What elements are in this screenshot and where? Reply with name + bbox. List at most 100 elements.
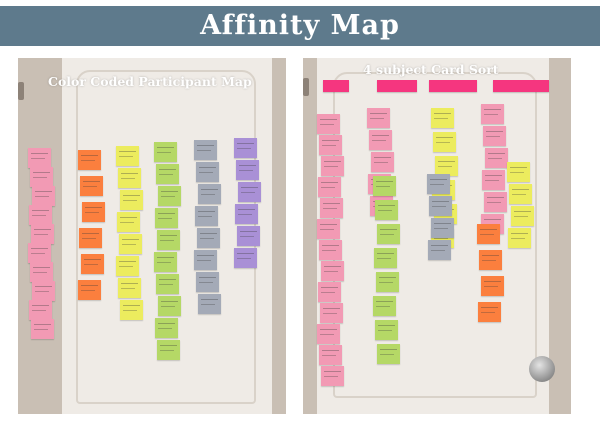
sticky-note <box>238 182 261 202</box>
door-hinge <box>303 78 309 96</box>
sticky-note <box>371 152 394 172</box>
sticky-note <box>158 296 181 316</box>
sticky-note <box>376 272 399 292</box>
sticky-note <box>30 167 53 187</box>
sticky-note <box>118 278 141 298</box>
sticky-note <box>79 228 102 248</box>
sticky-note <box>197 228 220 248</box>
sticky-note <box>431 218 454 238</box>
sticky-note <box>118 168 141 188</box>
sticky-note <box>431 108 454 128</box>
sticky-note <box>32 281 55 301</box>
sticky-note <box>78 280 101 300</box>
sticky-note <box>507 162 530 182</box>
sticky-note <box>320 303 343 323</box>
sticky-note <box>120 190 143 210</box>
sticky-note <box>157 230 180 250</box>
sticky-note <box>511 206 534 226</box>
sticky-note <box>32 186 55 206</box>
sticky-note <box>155 208 178 228</box>
sticky-note <box>237 226 260 246</box>
card-sort-photo: 4 subject Card Sort <box>303 58 571 414</box>
page-title: Affinity Map <box>200 10 400 41</box>
sticky-note <box>374 248 397 268</box>
sticky-note <box>156 164 179 184</box>
sticky-note <box>478 302 501 322</box>
sticky-note <box>367 108 390 128</box>
sticky-note <box>28 243 51 263</box>
sticky-note <box>196 272 219 292</box>
sticky-note <box>482 170 505 190</box>
sticky-note <box>78 150 101 170</box>
sticky-note <box>319 240 342 260</box>
sticky-note <box>318 282 341 302</box>
sticky-note <box>479 250 502 270</box>
sticky-note <box>82 202 105 222</box>
sticky-note <box>481 104 504 124</box>
sticky-note <box>154 252 177 272</box>
sticky-note <box>119 234 142 254</box>
sticky-note <box>317 219 340 239</box>
category-header-card <box>493 80 549 92</box>
sticky-note <box>377 344 400 364</box>
sticky-note <box>321 156 344 176</box>
sticky-note <box>319 345 342 365</box>
category-header-card <box>323 80 349 92</box>
participant-map-photo: Color Coded Participant Map <box>18 58 286 414</box>
sticky-note <box>158 186 181 206</box>
sticky-note <box>235 204 258 224</box>
sticky-note <box>198 184 221 204</box>
sticky-note <box>429 196 452 216</box>
sticky-note <box>477 224 500 244</box>
sticky-note <box>485 148 508 168</box>
sticky-note <box>375 320 398 340</box>
sticky-note <box>117 212 140 232</box>
sticky-note <box>236 160 259 180</box>
door-hinge <box>18 82 24 100</box>
sticky-note <box>194 140 217 160</box>
right-caption: 4 subject Card Sort <box>363 62 499 77</box>
sticky-note <box>483 126 506 146</box>
sticky-note <box>154 142 177 162</box>
sticky-note <box>29 205 52 225</box>
sticky-note <box>30 262 53 282</box>
sticky-note <box>317 114 340 134</box>
sticky-note <box>120 300 143 320</box>
sticky-note <box>29 300 52 320</box>
sticky-note <box>156 274 179 294</box>
sticky-note <box>198 294 221 314</box>
sticky-note <box>321 366 344 386</box>
sticky-note <box>196 162 219 182</box>
sticky-note <box>428 240 451 260</box>
sticky-note <box>509 184 532 204</box>
sticky-note <box>373 296 396 316</box>
sticky-note <box>375 200 398 220</box>
sticky-note <box>433 132 456 152</box>
sticky-note <box>320 198 343 218</box>
sticky-note <box>234 138 257 158</box>
sticky-note <box>369 130 392 150</box>
sticky-note <box>377 224 400 244</box>
sticky-note <box>435 156 458 176</box>
sticky-note <box>234 248 257 268</box>
sticky-note <box>508 228 531 248</box>
sticky-note <box>321 261 344 281</box>
door-knob <box>529 356 555 382</box>
sticky-note <box>195 206 218 226</box>
category-header-card <box>429 80 477 92</box>
sticky-note <box>81 254 104 274</box>
sticky-note <box>157 340 180 360</box>
sticky-note <box>31 224 54 244</box>
sticky-note <box>116 146 139 166</box>
sticky-note <box>28 148 51 168</box>
sticky-note <box>373 176 396 196</box>
sticky-note <box>319 135 342 155</box>
title-banner: Affinity Map <box>0 6 600 46</box>
sticky-note <box>484 192 507 212</box>
category-header-card <box>377 80 417 92</box>
sticky-note <box>317 324 340 344</box>
sticky-note <box>155 318 178 338</box>
sticky-note <box>481 276 504 296</box>
sticky-note <box>31 319 54 339</box>
sticky-note <box>427 174 450 194</box>
